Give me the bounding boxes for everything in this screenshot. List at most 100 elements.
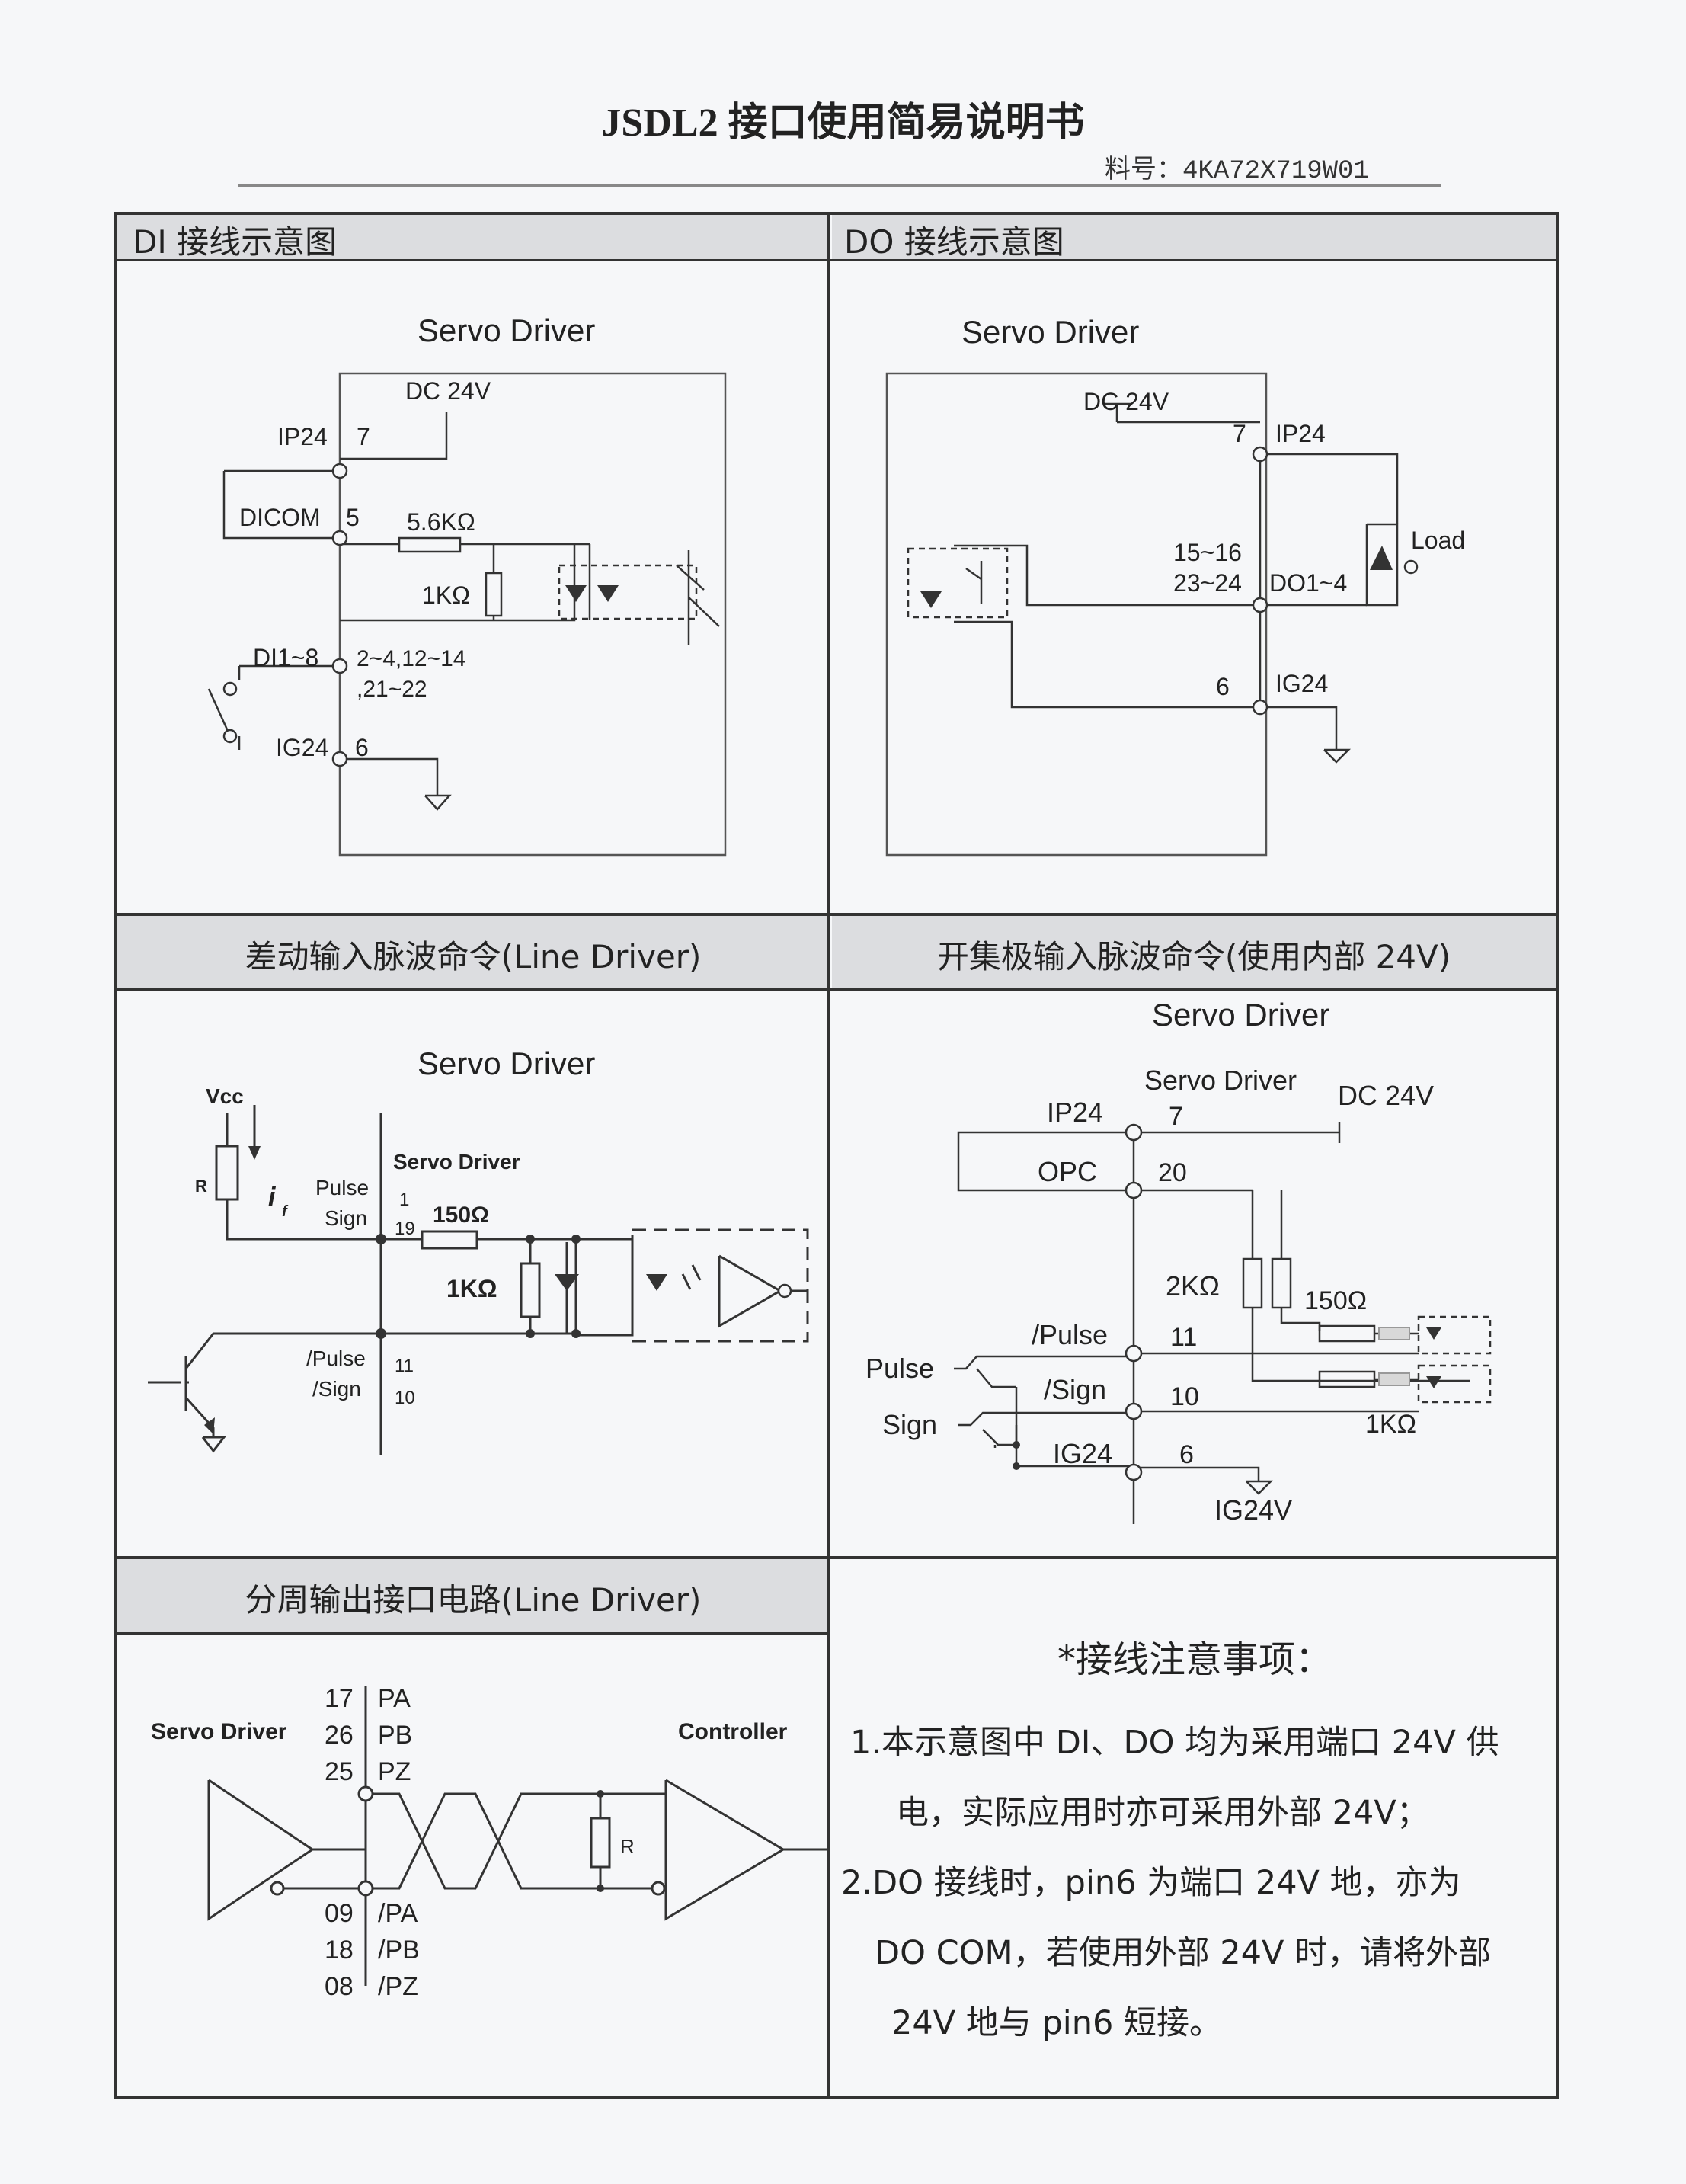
line-driver-pin11-label: 11 xyxy=(395,1356,414,1376)
do-ig24-label: IG24 xyxy=(1275,670,1328,697)
do-pins-a-label: 15~16 xyxy=(1173,539,1242,566)
do-load-label: Load xyxy=(1411,527,1465,554)
row-divider-4 xyxy=(114,1556,1559,1559)
row-divider-5 xyxy=(114,1632,829,1635)
notes-title: *接线注意事项： xyxy=(1057,1638,1332,1681)
di-pins-a-label: 2~4,12~14 xyxy=(357,646,465,671)
di-di18-label: DI1~8 xyxy=(253,644,318,671)
header-rule xyxy=(238,184,1441,187)
oc-ip24-label: IP24 xyxy=(1047,1097,1103,1128)
oc-ig24v-label: IG24V xyxy=(1214,1494,1292,1526)
oc-pin11-label: 11 xyxy=(1170,1323,1197,1352)
do-do14-label: DO1~4 xyxy=(1269,569,1347,597)
line-driver-i-label: i xyxy=(268,1183,277,1212)
line-driver-pin10-label: 10 xyxy=(395,1388,415,1408)
oc-r2k-label: 2KΩ xyxy=(1166,1270,1220,1302)
enc-pa-label: PA xyxy=(378,1684,411,1713)
document-title: JSDL2 接口使用简易说明书 xyxy=(601,101,1085,145)
oc-nsign-label: /Sign xyxy=(1044,1374,1106,1405)
line-driver-r150-label: 150Ω xyxy=(433,1202,489,1228)
do-heading: DO 接线示意图 xyxy=(844,223,1064,261)
note-line-5: 24V 地与 pin6 短接。 xyxy=(891,2004,1222,2042)
oc-servo-driver-label: Servo Driver xyxy=(1144,1065,1297,1096)
open-collector-diagram: Servo Driver Servo Driver DC 24V IP24 7 … xyxy=(832,991,1556,1556)
oc-pin7-label: 7 xyxy=(1169,1102,1183,1131)
do-pin6-label: 6 xyxy=(1216,673,1230,700)
di-dc24v-label: DC 24V xyxy=(405,377,491,405)
enc-p18-label: 18 xyxy=(325,1936,354,1965)
note-line-2: 电，实际应用时亦可采用外部 24V； xyxy=(896,1794,1429,1832)
enc-servo-driver-label: Servo Driver xyxy=(151,1719,287,1744)
oc-sign-label: Sign xyxy=(882,1409,937,1440)
line-driver-pin1-label: 1 xyxy=(399,1190,409,1210)
line-driver-servo-driver-label: Servo Driver xyxy=(393,1150,520,1174)
enc-p26-label: 26 xyxy=(325,1721,354,1750)
do-dc24v-label: DC 24V xyxy=(1083,388,1169,415)
enc-npb-label: /PB xyxy=(378,1936,420,1965)
enc-npa-label: /PA xyxy=(378,1899,418,1928)
enc-pb-label: PB xyxy=(378,1721,412,1750)
do-pin7-label: 7 xyxy=(1233,420,1246,447)
oc-pin10-label: 10 xyxy=(1170,1382,1199,1411)
di-heading: DI 接线示意图 xyxy=(133,223,338,261)
note-line-3: 2.DO 接线时，pin6 为端口 24V 地，亦为 xyxy=(841,1864,1461,1902)
line-driver-pin19-label: 19 xyxy=(395,1218,415,1239)
row-divider-2 xyxy=(114,913,1559,916)
di-dicom-label: DICOM xyxy=(239,504,321,531)
do-ip24-label: IP24 xyxy=(1275,420,1326,447)
line-driver-diagram-title: Servo Driver xyxy=(418,1046,595,1081)
oc-dc24v-label: DC 24V xyxy=(1338,1080,1434,1111)
oc-r150-label: 150Ω xyxy=(1304,1286,1367,1315)
line-driver-nsign-label: /Sign xyxy=(312,1377,361,1401)
enc-p09-label: 09 xyxy=(325,1899,354,1928)
note-line-1: 1.本示意图中 DI、DO 均为采用端口 24V 供 xyxy=(850,1724,1499,1762)
enc-p25-label: 25 xyxy=(325,1757,354,1786)
line-driver-sign-label: Sign xyxy=(325,1206,367,1230)
enc-p08-label: 08 xyxy=(325,1972,354,2001)
line-driver-r1k-label: 1KΩ xyxy=(446,1275,497,1302)
di-r2-label: 1KΩ xyxy=(422,581,470,609)
di-pin7-label: 7 xyxy=(357,423,370,450)
di-ig24-label: IG24 xyxy=(276,734,328,761)
open-collector-heading: 开集极输入脉波命令(使用内部 24V) xyxy=(936,938,1451,975)
encoder-heading: 分周输出接口电路(Line Driver) xyxy=(245,1581,702,1619)
part-number: 料号：4KA72X719W01 xyxy=(1105,157,1369,186)
line-driver-r-label: R xyxy=(195,1177,207,1196)
line-driver-diagram: Servo Driver Vcc R i f Pulse Sign Servo … xyxy=(117,991,827,1556)
encoder-output-diagram: Servo Driver Controller 17 PA 26 PB 25 P… xyxy=(117,1635,827,2096)
note-line-4: DO COM，若使用外部 24V 时，请将外部 xyxy=(875,1934,1492,1972)
oc-pulse-label: Pulse xyxy=(865,1353,934,1384)
do-header-band xyxy=(832,215,1556,261)
row-divider-3 xyxy=(114,988,1559,991)
line-driver-npulse-label: /Pulse xyxy=(306,1347,366,1370)
line-driver-pulse-label: Pulse xyxy=(315,1176,369,1199)
oc-pin6-label: 6 xyxy=(1179,1440,1194,1469)
oc-npulse-label: /Pulse xyxy=(1032,1319,1108,1350)
do-wiring-diagram: Servo Driver DC 24V 7 IP24 Load 15~16 23… xyxy=(832,262,1556,911)
enc-controller-label: Controller xyxy=(678,1719,788,1744)
line-driver-vcc-label: Vcc xyxy=(206,1084,244,1108)
di-r1-label: 5.6KΩ xyxy=(407,508,475,536)
open-collector-diagram-title: Servo Driver xyxy=(1152,997,1329,1033)
enc-npz-label: /PZ xyxy=(378,1972,418,2001)
oc-opc-label: OPC xyxy=(1038,1156,1097,1187)
di-wiring-diagram: Servo Driver DC 24V IP24 7 DICOM 5 5.6KΩ… xyxy=(117,262,827,911)
do-diagram-title: Servo Driver xyxy=(961,314,1139,350)
row-divider-1 xyxy=(114,259,1559,261)
oc-pin20-label: 20 xyxy=(1158,1158,1187,1187)
do-pins-b-label: 23~24 xyxy=(1173,569,1242,597)
di-ip24-label: IP24 xyxy=(277,423,328,450)
di-header-band xyxy=(117,215,829,261)
line-driver-f-label: f xyxy=(282,1203,289,1220)
di-pins-b-label: ,21~22 xyxy=(357,677,427,702)
enc-pz-label: PZ xyxy=(378,1757,411,1786)
di-pin6-label: 6 xyxy=(355,734,369,761)
column-divider xyxy=(827,212,830,2099)
line-driver-header-band xyxy=(117,916,829,988)
encoder-header-band xyxy=(117,1559,829,1634)
line-driver-heading: 差动输入脉波命令(Line Driver) xyxy=(245,938,702,975)
enc-r-label: R xyxy=(620,1835,635,1858)
di-diagram-title: Servo Driver xyxy=(418,312,595,348)
open-collector-header-band xyxy=(832,916,1556,988)
